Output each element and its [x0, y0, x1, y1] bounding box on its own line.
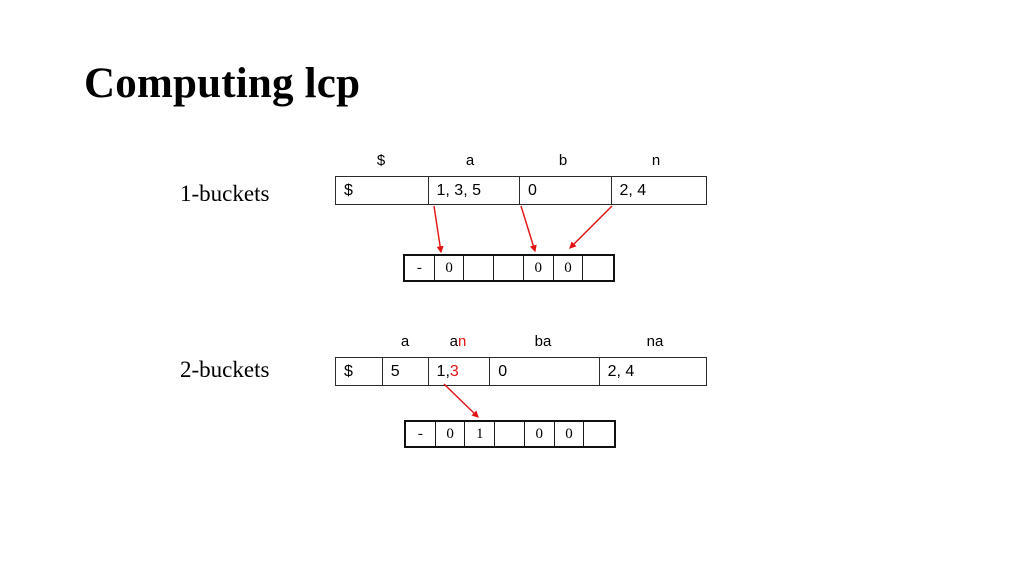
bucket-header-text: a	[465, 152, 475, 169]
bucket-header-text: a	[400, 333, 410, 350]
bucket-cell-text: 5	[390, 362, 400, 380]
bucket-cell-text: 1,	[436, 362, 450, 380]
bucket-cell-1-3: 0	[520, 177, 612, 204]
lcp-cell-1-7	[583, 256, 613, 280]
bucket-cell-2-3: 1, 3	[429, 358, 491, 385]
bucket-cell-1-2: 1, 3, 5	[429, 177, 520, 204]
lcp-cell-2-1: -	[406, 422, 436, 446]
bucket-cell-1-4: 2, 4	[612, 177, 706, 204]
bucket-cell-text: 2, 4	[619, 181, 647, 199]
bucket-cell-2-4: 0	[490, 358, 600, 385]
lcp-cell-2-7	[584, 422, 614, 446]
bucket-header-1-4: n	[652, 152, 660, 170]
lcp-cell-2-5: 0	[525, 422, 555, 446]
arrow-bucket-a-to-lcp-1	[433, 205, 444, 254]
bucket-cell-text: 2, 4	[607, 362, 635, 380]
bucket-cell-text: $	[344, 362, 353, 380]
bucket-header-2-4: na	[647, 333, 664, 351]
bucket-cell-text: 0	[528, 181, 537, 199]
page-title: Computing lcp	[84, 60, 361, 107]
lcp-cell-1-6: 0	[554, 256, 584, 280]
bucket-cell-2-2: 5	[383, 358, 429, 385]
bucket-cell-text: $	[344, 181, 353, 199]
arrow-bucket-n-to-lcp-5	[569, 205, 613, 249]
bucket-table-2: $5 1, 3 0 2, 4	[335, 357, 707, 386]
bucket-header-text: na	[646, 333, 664, 350]
bucket-cell-text: 1, 3, 5	[436, 181, 481, 199]
lcp-cell-2-2: 0	[436, 422, 466, 446]
lcp-cell-2-6: 0	[555, 422, 585, 446]
lcp-cell-1-1: -	[405, 256, 435, 280]
bucket-cell-1-1: $	[336, 177, 429, 204]
lcp-cell-1-3	[464, 256, 495, 280]
lcp-cell-2-4	[495, 422, 525, 446]
bucket-header-1-2: a	[466, 152, 474, 170]
bucket-header-2-2: an	[450, 333, 467, 351]
bucket-header-2-1: a	[401, 333, 409, 351]
bucket-header-text: ba	[534, 333, 552, 350]
bucket-header-text: b	[558, 152, 568, 169]
bucket-table-1: $1, 3, 5 0 2, 4	[335, 176, 707, 205]
row-label-1-buckets: 1-buckets	[180, 181, 270, 206]
bucket-cell-2-5: 2, 4	[600, 358, 706, 385]
bucket-cell-highlight: 3	[449, 362, 459, 380]
bucket-header-text: $	[376, 152, 386, 169]
arrow-bucket-an-to-lcp-2	[443, 383, 479, 418]
bucket-header-2-3: ba	[535, 333, 552, 351]
bucket-header-highlight: n	[458, 333, 467, 350]
lcp-cell-1-4	[494, 256, 524, 280]
bucket-cell-text: 0	[498, 362, 508, 380]
bucket-cell-2-1: $	[336, 358, 383, 385]
lcp-cell-1-5: 0	[524, 256, 554, 280]
lcp-cell-2-3: 1	[465, 422, 496, 446]
bucket-header-text: n	[651, 152, 661, 169]
bucket-header-1-3: b	[559, 152, 567, 170]
arrow-bucket-b-to-lcp-4	[520, 205, 537, 253]
bucket-header-text: a	[449, 333, 458, 350]
lcp-cell-1-2: 0	[435, 256, 465, 280]
bucket-header-1-1: $	[377, 152, 385, 170]
row-label-2-buckets: 2-buckets	[180, 357, 270, 382]
